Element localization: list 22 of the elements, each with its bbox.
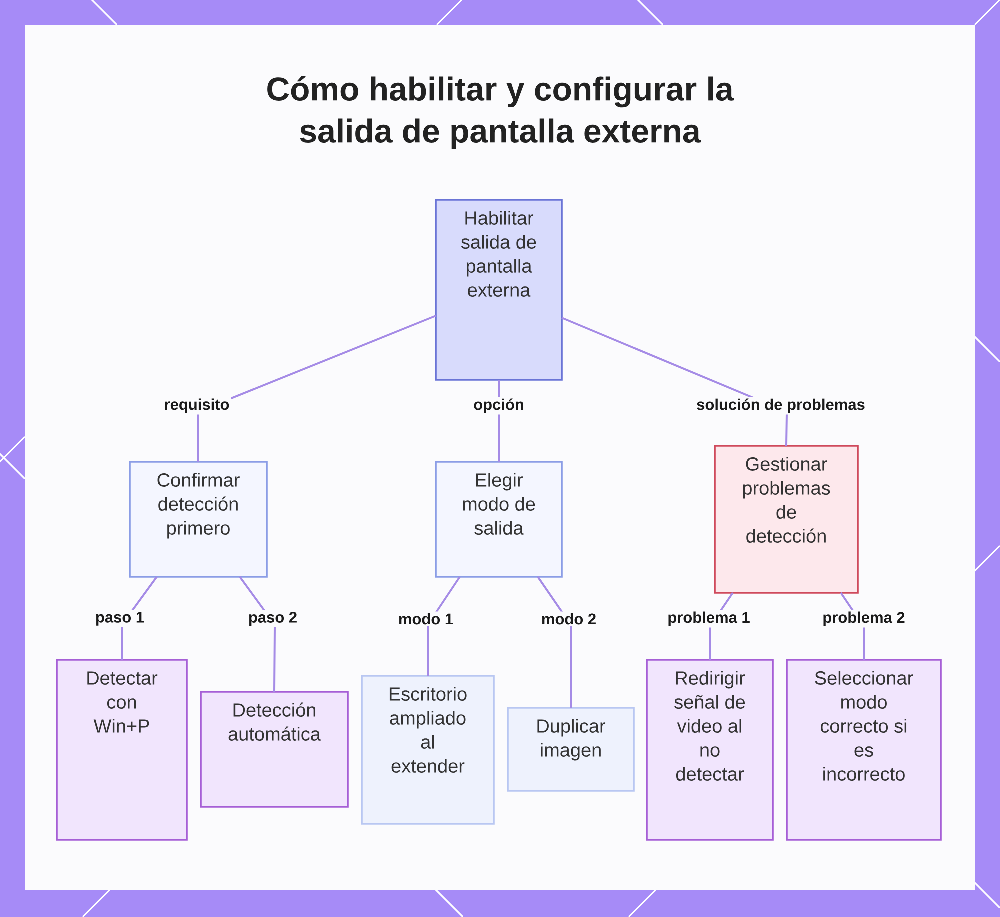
edge-label: requisito	[162, 397, 232, 415]
process-box: Habilitar salida de pantalla externa	[435, 199, 563, 381]
process-box: Gestionar problemas de detección	[714, 445, 859, 594]
process-box: Confirmar detección primero	[129, 461, 268, 578]
edge-label: paso 2	[246, 610, 300, 628]
edge-label: problema 1	[666, 610, 752, 628]
process-box: Detectar con Win+P	[56, 659, 188, 841]
edge-label: modo 1	[396, 612, 456, 626]
connector-line	[537, 576, 572, 708]
edge-label: modo 2	[540, 612, 598, 626]
process-box: Duplicar imagen	[507, 707, 635, 792]
edge-label: paso 1	[94, 610, 146, 628]
edge-label: opción	[472, 397, 526, 415]
connector-line	[197, 315, 436, 462]
edge-label: solución de problemas	[695, 397, 867, 415]
title: Cómo habilitar y configurar la salida de pantalla externa	[268, 76, 734, 150]
edge-label: problema 2	[821, 610, 907, 628]
process-box: Elegir modo de salida	[435, 461, 563, 578]
process-box: Detección automática	[200, 691, 349, 808]
process-box: Seleccionar modo correcto si es incorrecto	[786, 659, 942, 841]
process-box: Escritorio ampliado al extender	[361, 675, 495, 825]
process-box: Redirigir señal de video al no detectar	[646, 659, 774, 841]
